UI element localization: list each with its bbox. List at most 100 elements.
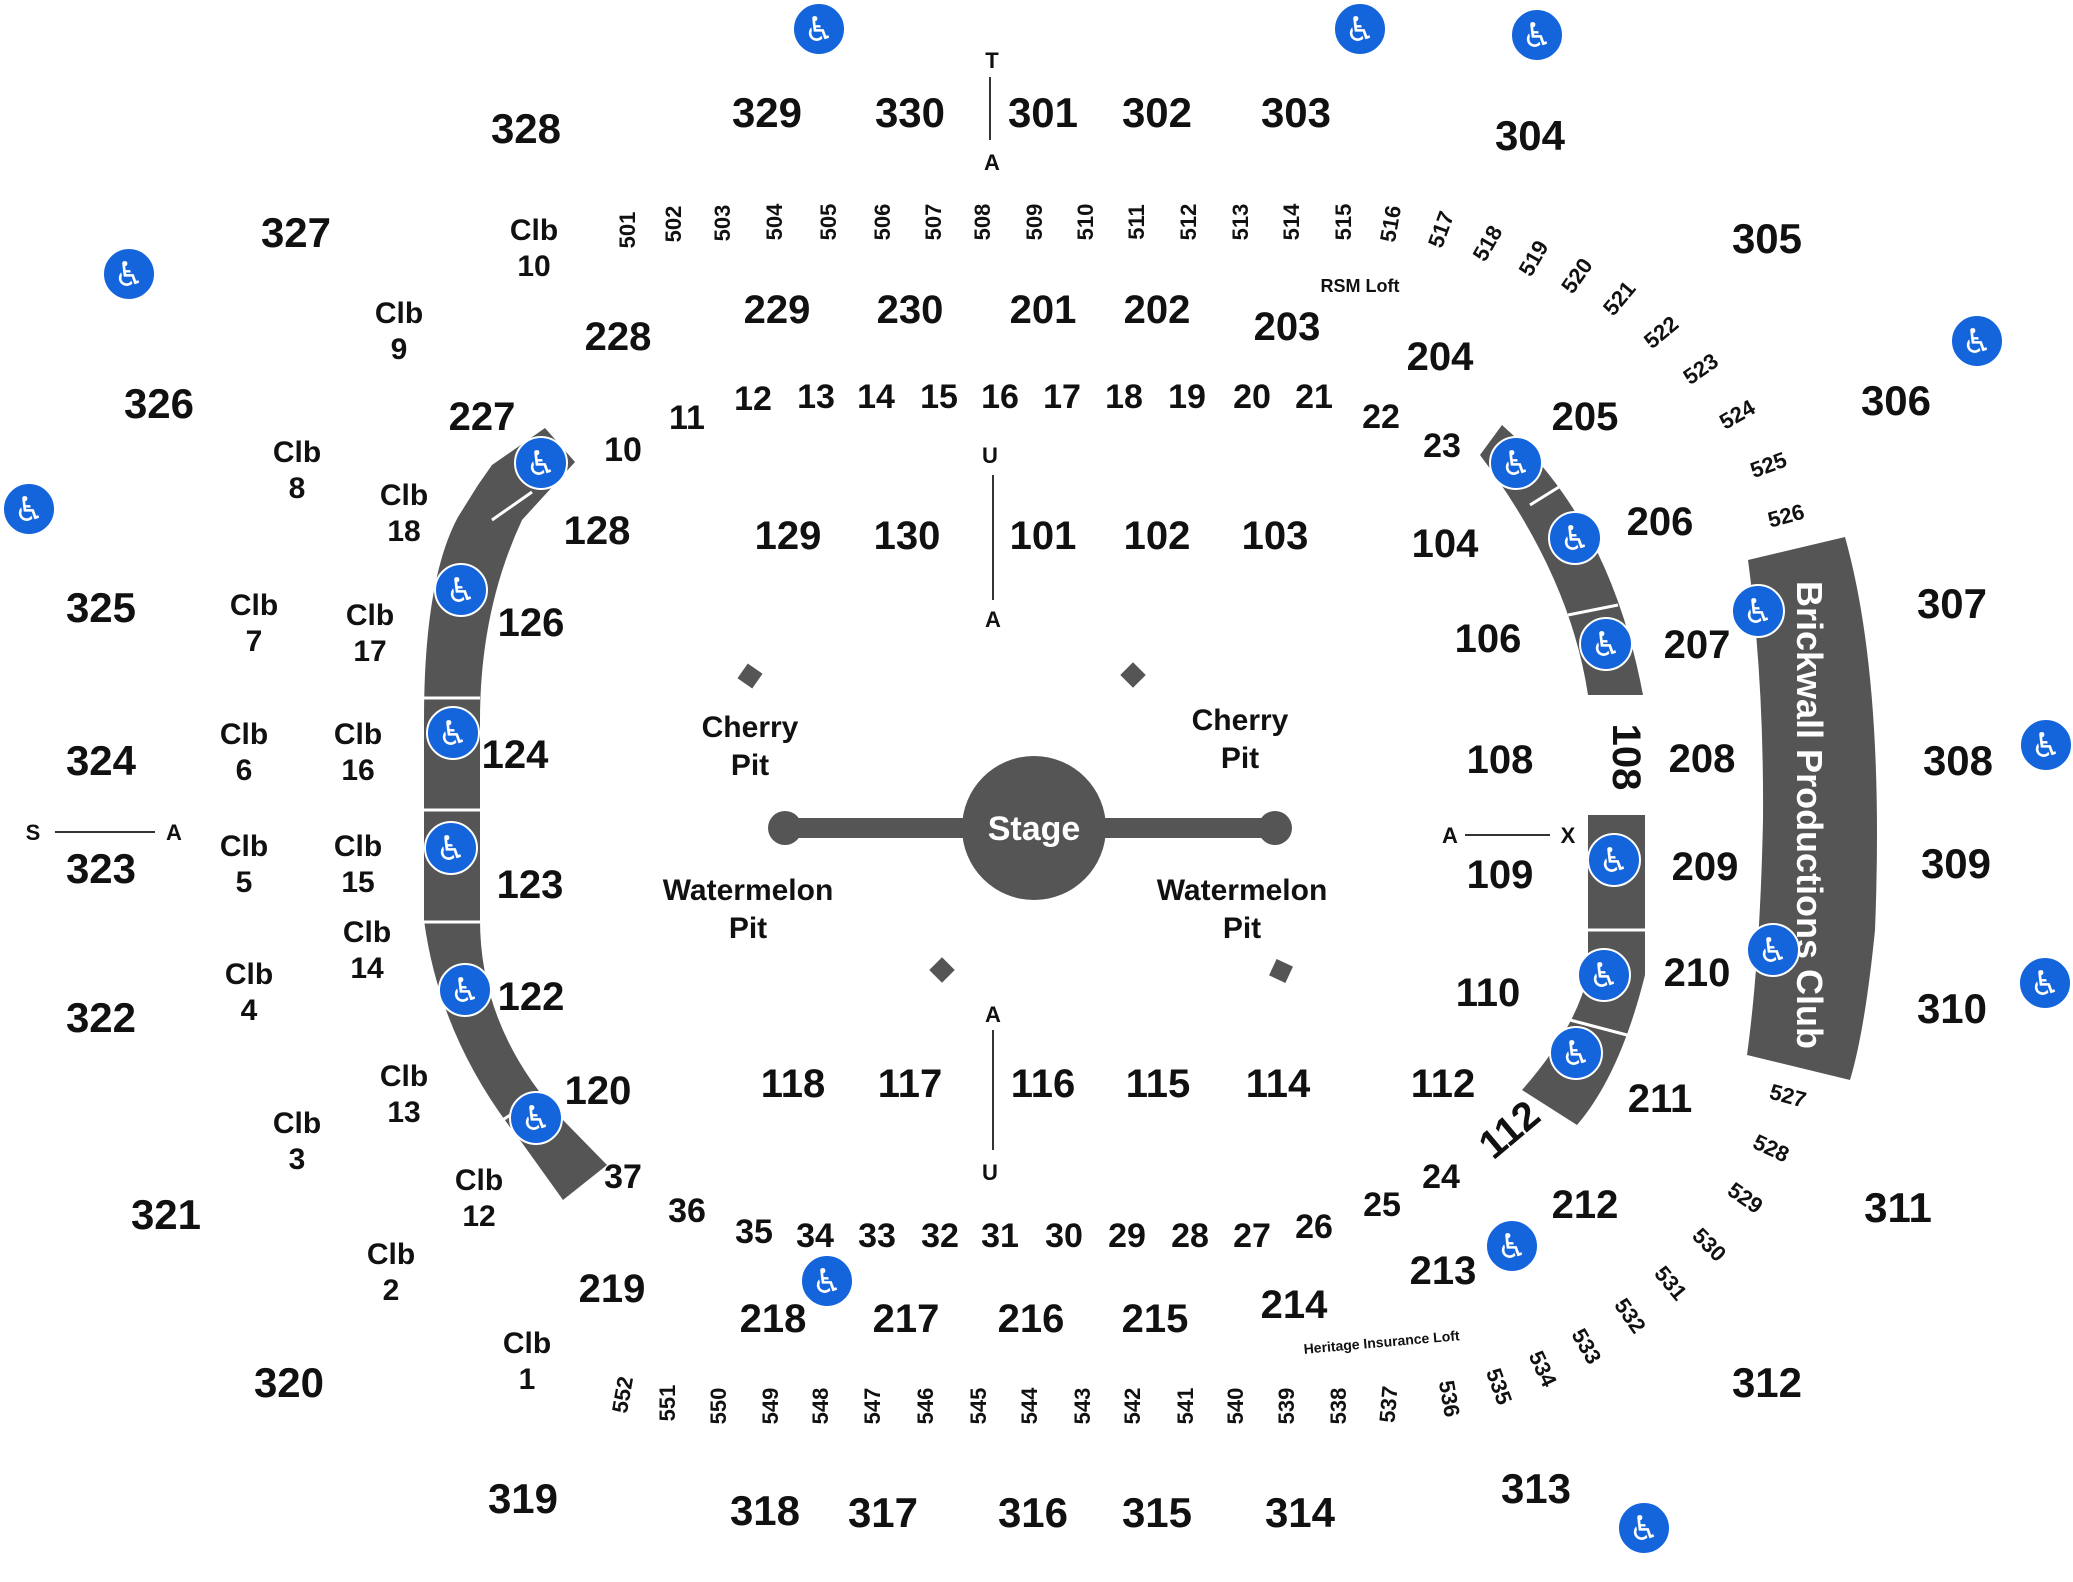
section-label-3xx[interactable]: 319 [488,1475,558,1522]
club-box-label[interactable]: Clb [380,479,428,512]
section-label-2xx[interactable]: 219 [579,1267,646,1311]
section-label-3xx[interactable]: 312 [1732,1359,1802,1406]
loft-section-5xx[interactable]: 517 [1423,208,1459,251]
loft-section-5xx[interactable]: 526 [1765,499,1807,533]
loft-section-5xx[interactable]: 516 [1375,203,1406,244]
club-box-label[interactable]: Clb [220,718,268,751]
section-label-3xx[interactable]: 326 [124,380,194,427]
section-label-2xx[interactable]: 228 [585,315,652,359]
floor-row-label[interactable]: 31 [981,1217,1019,1255]
loft-section-5xx[interactable]: 525 [1747,447,1790,483]
loft-section-5xx[interactable]: 524 [1715,394,1760,434]
club-box-number[interactable]: 8 [289,472,306,505]
loft-section-5xx[interactable]: 527 [1767,1079,1809,1113]
club-box-label[interactable]: Clb [510,214,558,247]
floor-row-label[interactable]: 12 [734,380,772,418]
section-label-1xx[interactable]: 128 [564,509,631,553]
loft-section-5xx[interactable]: 544 [1017,1387,1042,1424]
section-label-3xx[interactable]: 325 [66,584,136,631]
section-label-1xx[interactable]: 101 [1010,514,1077,558]
floor-row-label[interactable]: 28 [1171,1217,1209,1255]
loft-section-5xx[interactable]: 528 [1749,1129,1793,1167]
section-label-3xx[interactable]: 320 [254,1359,324,1406]
floor-row-label[interactable]: 34 [796,1217,834,1255]
section-label-3xx[interactable]: 308 [1923,737,1993,784]
loft-section-5xx[interactable]: 507 [921,204,946,241]
floor-row-label[interactable]: 17 [1043,378,1081,416]
loft-section-5xx[interactable]: 501 [615,212,640,249]
section-label-1xx[interactable]: 114 [1246,1062,1311,1106]
loft-section-5xx[interactable]: 540 [1223,1388,1248,1425]
floor-row-label[interactable]: 32 [921,1217,959,1255]
loft-section-5xx[interactable]: 519 [1513,236,1553,280]
loft-section-5xx[interactable]: 520 [1556,253,1598,297]
club-box-label[interactable]: Clb [375,297,423,330]
floor-row-label[interactable]: 21 [1295,378,1333,416]
floor-row-label[interactable]: 13 [797,378,835,416]
loft-section-5xx[interactable]: 518 [1467,221,1507,265]
section-label-2xx[interactable]: 203 [1254,305,1321,349]
section-label-1xx[interactable]: 129 [755,514,822,558]
section-label-3xx[interactable]: 327 [261,209,331,256]
club-box-label[interactable]: Clb [225,958,273,991]
floor-row-label[interactable]: 20 [1233,378,1271,416]
club-box-number[interactable]: 5 [236,866,253,899]
club-box-label[interactable]: Clb [230,589,278,622]
section-label-2xx[interactable]: 209 [1672,845,1739,889]
club-box-number[interactable]: 16 [341,754,374,787]
club-box-number[interactable]: 7 [246,625,263,658]
floor-row-label[interactable]: 11 [669,399,705,437]
floor-row-label[interactable]: 30 [1045,1217,1083,1255]
loft-section-5xx[interactable]: 536 [1434,1378,1465,1419]
club-box-label[interactable]: Clb [343,916,391,949]
loft-section-5xx[interactable]: 547 [860,1388,885,1425]
section-label-2xx[interactable]: 229 [744,288,811,332]
club-box-label[interactable]: Clb [334,718,382,751]
section-label-1xx[interactable]: 115 [1126,1062,1191,1106]
right-lower-bowl-band[interactable] [1522,815,1645,1125]
loft-section-5xx[interactable]: 503 [710,205,735,242]
loft-section-5xx[interactable]: 545 [966,1388,991,1425]
section-label-3xx[interactable]: 310 [1917,985,1987,1032]
loft-section-5xx[interactable]: 534 [1524,1347,1562,1392]
section-label-1xx[interactable]: 120 [565,1069,632,1113]
club-box-number[interactable]: 18 [387,515,420,548]
loft-section-5xx[interactable]: 513 [1228,204,1253,241]
club-box-label[interactable]: Clb [346,599,394,632]
section-label-2xx[interactable]: 208 [1669,737,1736,781]
club-box-number[interactable]: 3 [289,1143,306,1176]
section-label-2xx[interactable]: 214 [1261,1283,1328,1327]
section-label-3xx[interactable]: 324 [66,737,137,784]
section-label-3xx[interactable]: 301 [1008,89,1078,136]
section-label-1xx[interactable]: 110 [1456,971,1521,1015]
section-label-1xx[interactable]: 109 [1467,853,1534,897]
section-label-2xx[interactable]: 210 [1664,951,1731,995]
floor-row-label[interactable]: 22 [1362,398,1400,436]
section-label-3xx[interactable]: 305 [1732,215,1802,262]
loft-section-5xx[interactable]: 502 [661,206,686,243]
loft-section-5xx[interactable]: 539 [1274,1388,1299,1425]
club-box-label[interactable]: Clb [273,1107,321,1140]
loft-section-5xx[interactable]: 531 [1649,1261,1692,1305]
section-label-3xx[interactable]: 311 [1864,1184,1932,1231]
section-label-2xx[interactable]: 202 [1124,288,1191,332]
club-box-number[interactable]: 14 [350,952,384,985]
loft-section-5xx[interactable]: 538 [1326,1388,1351,1425]
loft-section-5xx[interactable]: 541 [1173,1388,1198,1425]
floor-row-label[interactable]: 19 [1168,378,1206,416]
floor-row-label[interactable]: 26 [1295,1208,1333,1246]
loft-section-5xx[interactable]: 521 [1598,276,1641,320]
loft-section-5xx[interactable]: 552 [607,1374,638,1415]
loft-section-5xx[interactable]: 529 [1723,1177,1767,1219]
section-label-2xx[interactable]: 206 [1627,500,1694,544]
loft-section-5xx[interactable]: 533 [1566,1324,1606,1368]
club-box-number[interactable]: 1 [519,1363,536,1396]
club-box-number[interactable]: 4 [241,994,258,1027]
section-label-3xx[interactable]: 306 [1861,377,1931,424]
loft-section-5xx[interactable]: 506 [870,204,895,241]
club-box-label[interactable]: Clb [380,1060,428,1093]
club-box-label[interactable]: Clb [334,830,382,863]
loft-section-5xx[interactable]: 530 [1687,1223,1731,1267]
floor-row-label[interactable]: 33 [858,1217,896,1255]
section-label-1xx[interactable]: 130 [874,514,941,558]
